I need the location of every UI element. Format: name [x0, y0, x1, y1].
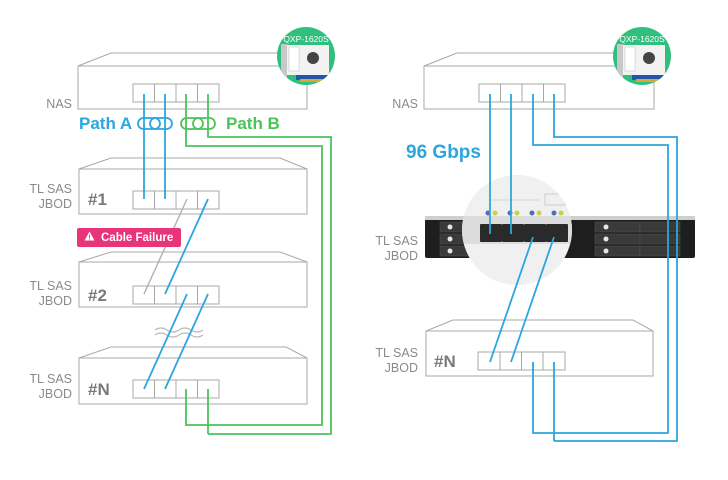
path-b-label: Path B	[226, 114, 280, 133]
jbod-2-number: #2	[88, 286, 107, 305]
path-b-cables	[185, 94, 332, 435]
jbod-n-label: TL SAS JBOD	[20, 372, 72, 402]
jbod-2-label-line2: JBOD	[38, 294, 72, 308]
cable-failure-text: Cable Failure	[101, 231, 174, 244]
jbod-1-number: #1	[88, 190, 107, 209]
card-label-right: QXP-1620S	[619, 34, 665, 44]
right-cables	[489, 94, 678, 442]
jbod-n-number: #N	[88, 380, 110, 399]
link-icon-a	[137, 117, 173, 130]
jbod-box-1	[78, 157, 308, 215]
qxp-card-image-left	[277, 27, 335, 85]
jbod-photo-label: TL SAS JBOD	[366, 234, 418, 264]
jbod-photo-label-line2: JBOD	[384, 249, 418, 263]
jbod-2-label-line1: TL SAS	[29, 279, 72, 293]
port-magnifier	[462, 175, 572, 285]
jbod-n-right-number: #N	[434, 352, 456, 371]
jbod-box-n-right	[425, 319, 654, 377]
path-a-label: Path A	[79, 114, 133, 133]
nas-label-right: NAS	[392, 97, 418, 111]
jbod-n-label-line2: JBOD	[38, 387, 72, 401]
jbod-box-2	[78, 251, 308, 308]
nas-label-left: NAS	[46, 97, 72, 111]
path-a-cables	[143, 94, 209, 390]
nas-box-left	[77, 52, 308, 110]
jbod-n-right-label: TL SAS JBOD	[366, 346, 418, 376]
cable-failure-badge: Cable Failure	[77, 228, 182, 247]
bandwidth-label: 96 Gbps	[406, 142, 481, 163]
jbod-n-right-label-line2: JBOD	[384, 361, 418, 375]
qxp-card-image-right	[613, 27, 671, 85]
link-icon-b	[180, 117, 216, 130]
jbod-1-label-line1: TL SAS	[29, 182, 72, 196]
jbod-n-label-line1: TL SAS	[29, 372, 72, 386]
warning-icon	[84, 231, 95, 244]
continuation-wave-icon	[154, 327, 204, 338]
card-label-left: QXP-1620S	[283, 34, 329, 44]
jbod-photo-label-line1: TL SAS	[375, 234, 418, 248]
nas-box-right	[423, 52, 655, 110]
jbod-2-label: TL SAS JBOD	[20, 279, 72, 309]
jbod-n-right-label-line1: TL SAS	[375, 346, 418, 360]
jbod-box-n	[78, 346, 308, 405]
jbod-1-label: TL SAS JBOD	[20, 182, 72, 212]
jbod-1-label-line2: JBOD	[38, 197, 72, 211]
